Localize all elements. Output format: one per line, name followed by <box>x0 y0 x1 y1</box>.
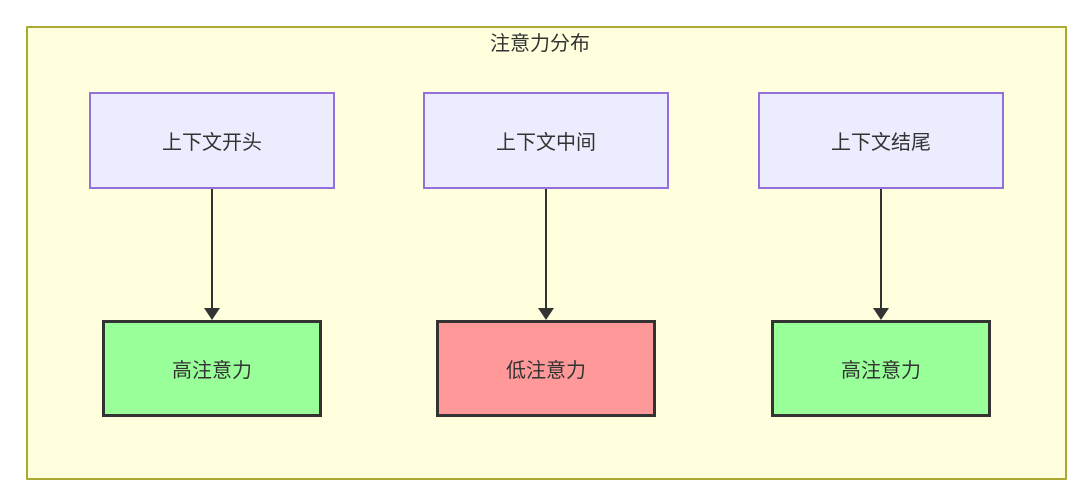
arrow-line <box>211 189 213 309</box>
flow-column: 上下文开头 高注意力 <box>89 92 335 417</box>
flow-arrow <box>872 189 890 320</box>
arrow-line <box>880 189 882 309</box>
result-node: 低注意力 <box>436 320 656 417</box>
flow-arrow <box>537 189 555 320</box>
arrowhead-down-icon <box>204 308 220 320</box>
result-node: 高注意力 <box>771 320 991 417</box>
arrowhead-down-icon <box>873 308 889 320</box>
diagram-title: 注意力分布 <box>490 33 590 55</box>
source-node: 上下文开头 <box>89 92 335 189</box>
arrowhead-down-icon <box>538 308 554 320</box>
flow-arrow <box>203 189 221 320</box>
result-node: 高注意力 <box>102 320 322 417</box>
source-node: 上下文中间 <box>423 92 669 189</box>
source-node: 上下文结尾 <box>758 92 1004 189</box>
flow-column: 上下文中间 低注意力 <box>423 92 669 417</box>
arrow-line <box>545 189 547 309</box>
flow-column: 上下文结尾 高注意力 <box>758 92 1004 417</box>
